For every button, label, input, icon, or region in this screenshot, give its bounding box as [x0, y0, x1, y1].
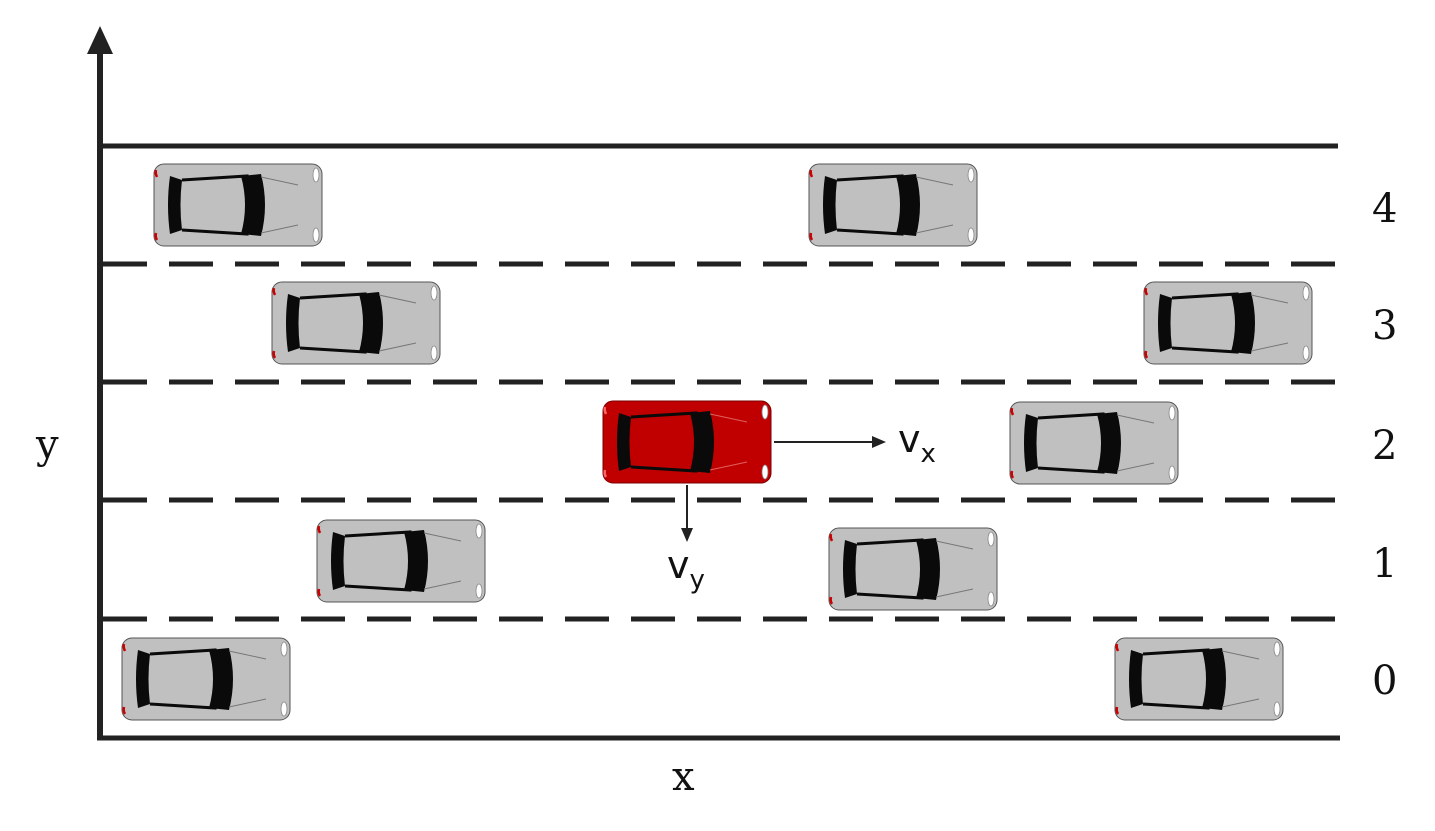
- lane-label-2: 2: [1372, 423, 1397, 469]
- car-lane0-a: [121, 637, 291, 721]
- car-lane3-b: [1143, 281, 1313, 365]
- vy-label: vy: [667, 543, 705, 595]
- car-lane4-a: [153, 163, 323, 247]
- car-lane4-b: [808, 163, 978, 247]
- car-lane1-b: [828, 527, 998, 611]
- car-lane0-b: [1114, 637, 1284, 721]
- y-axis-arrowhead: [87, 26, 113, 54]
- car-lane3-a: [271, 281, 441, 365]
- lane-label-0: 0: [1372, 658, 1397, 704]
- lane-label-4: 4: [1372, 186, 1397, 232]
- y-axis-label: y: [35, 422, 59, 468]
- car-lane1-a: [316, 519, 486, 603]
- lane-label-3: 3: [1372, 303, 1397, 349]
- vx-arrowhead: [872, 436, 886, 448]
- vy-arrowhead: [681, 528, 693, 542]
- vx-label: vx: [898, 417, 936, 469]
- car-lane2-b: [1009, 401, 1179, 485]
- lane-label-1: 1: [1372, 541, 1397, 587]
- ego-car: [602, 400, 772, 484]
- x-axis-label: x: [672, 754, 695, 800]
